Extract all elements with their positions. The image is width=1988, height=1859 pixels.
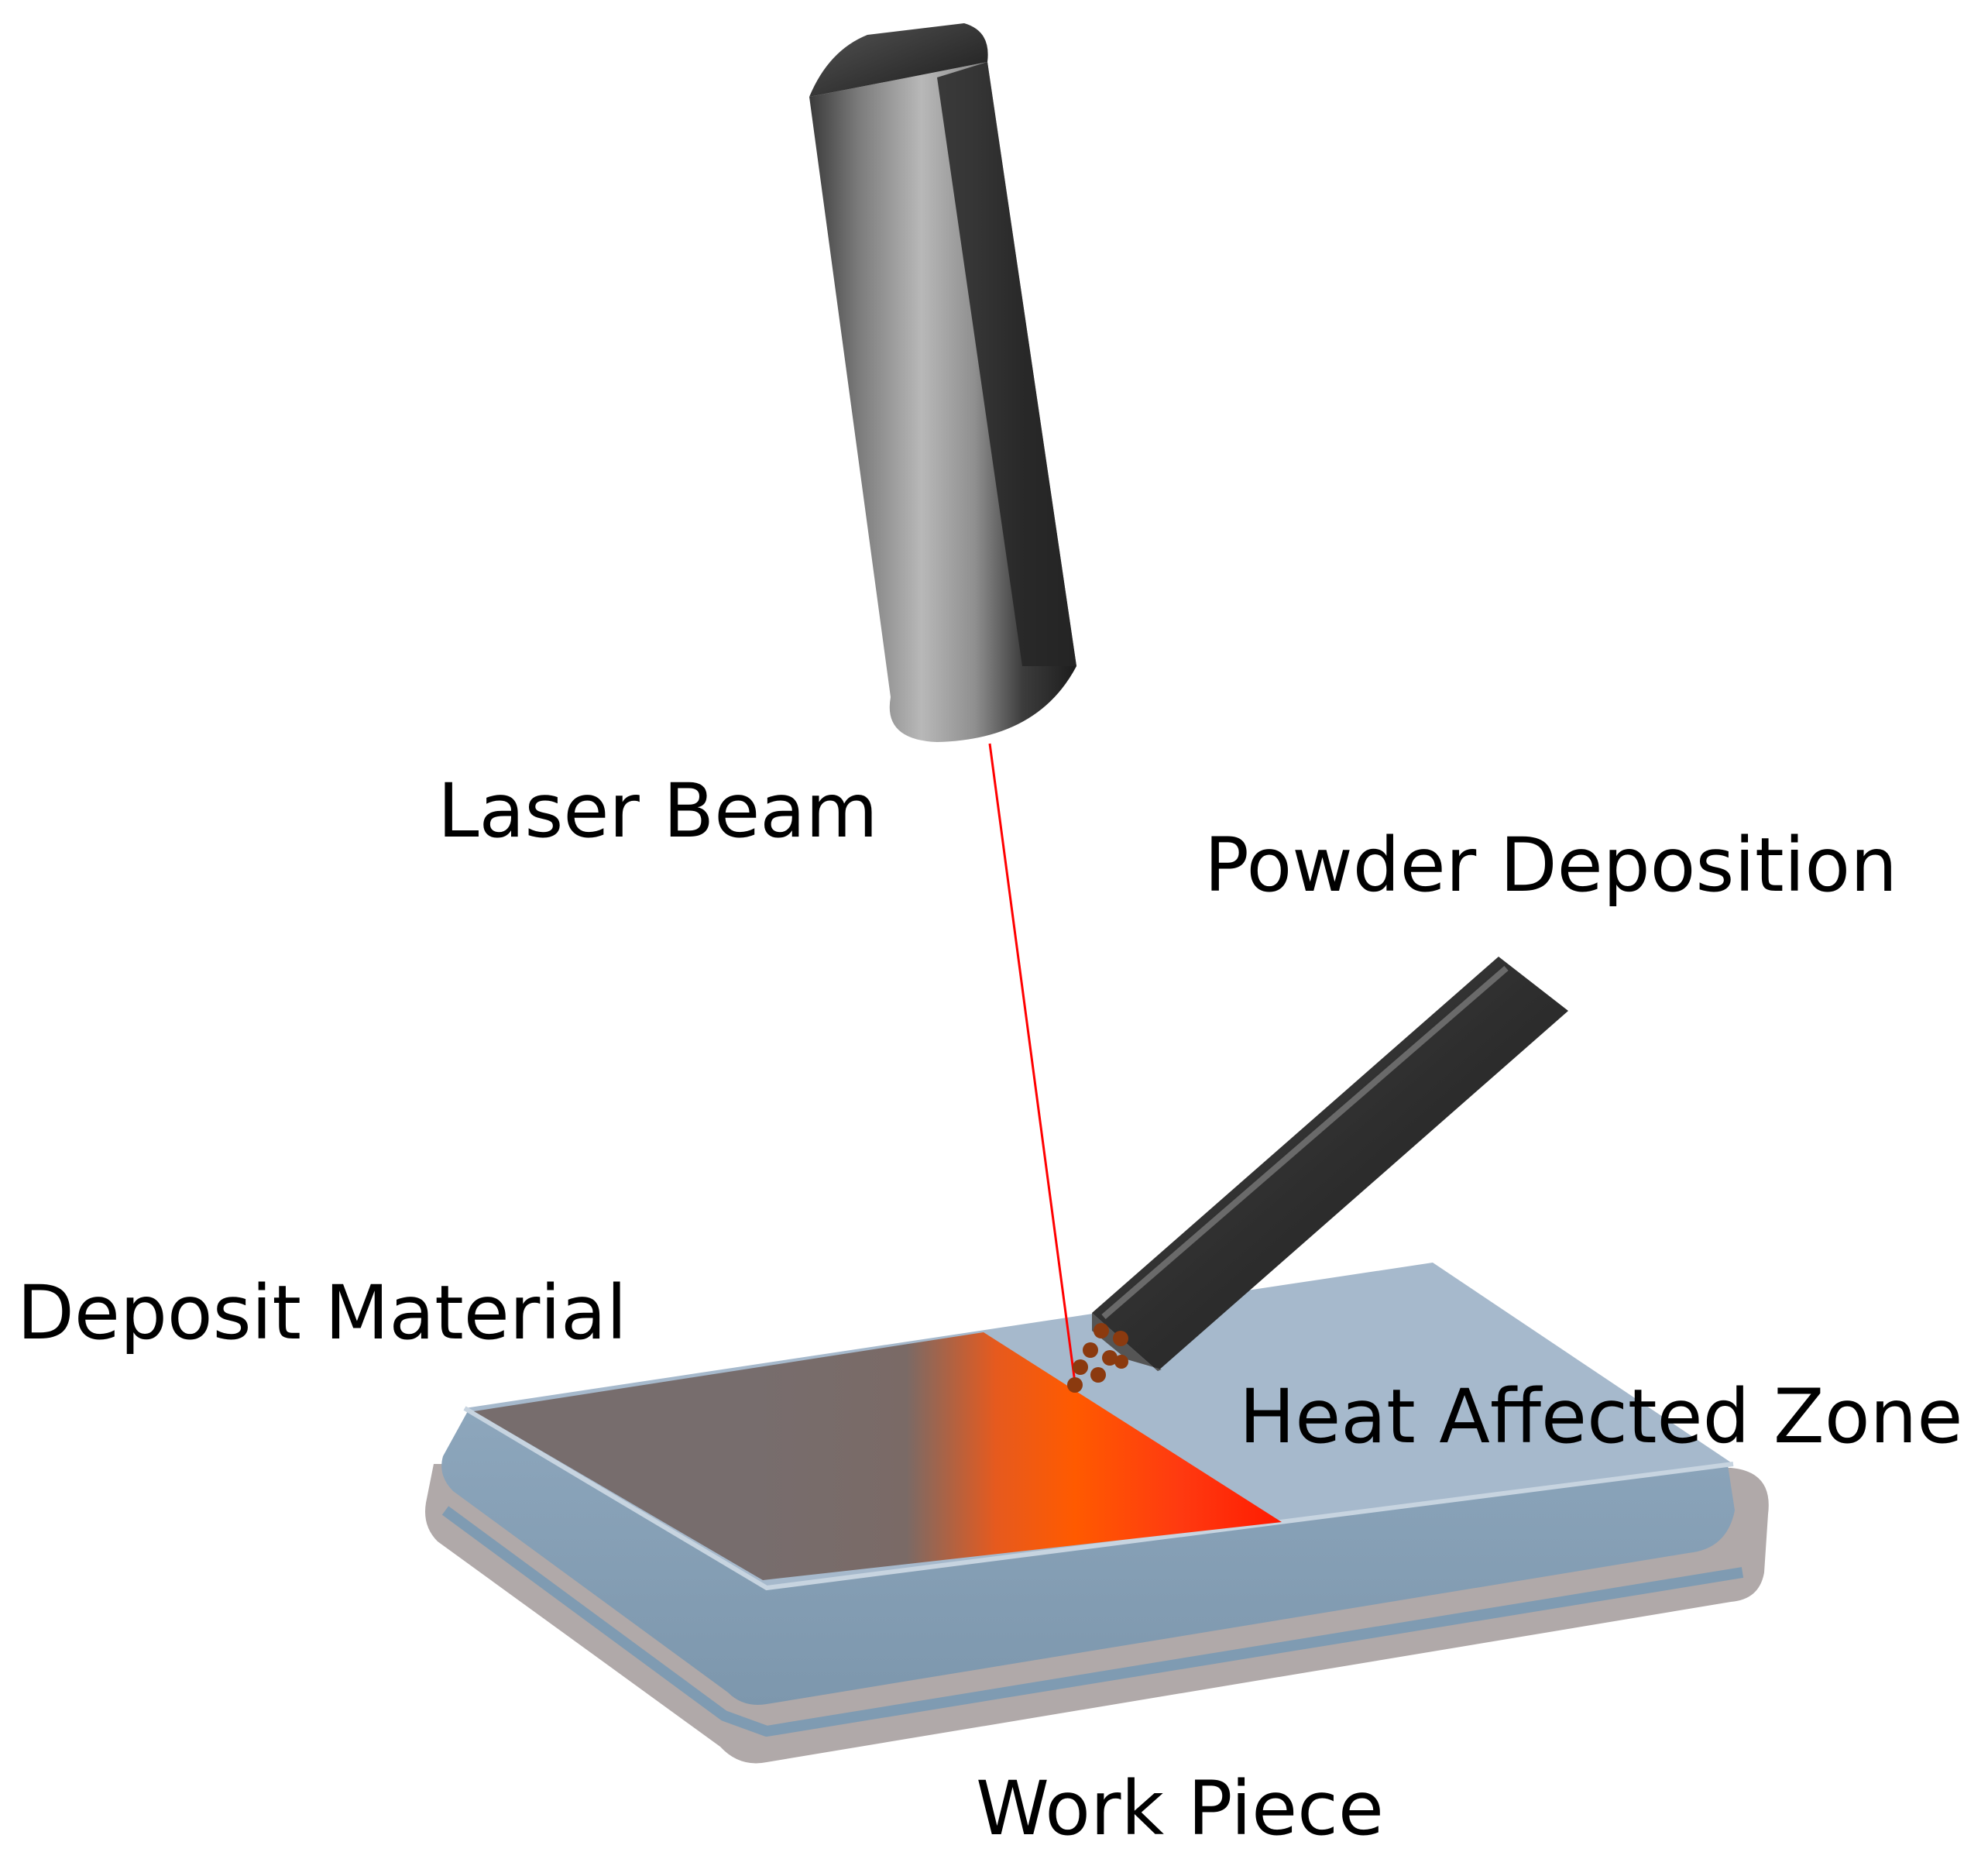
powder-particle xyxy=(1073,1359,1088,1375)
label-deposit-material: Deposit Material xyxy=(17,1270,627,1356)
deposit-material-track xyxy=(474,1332,1282,1580)
laser-beam-line xyxy=(988,743,1076,1383)
label-work-piece: Work Piece xyxy=(976,1765,1384,1852)
base-plate-stripe xyxy=(441,1506,1744,1737)
powder-nozzle-highlight xyxy=(1101,965,1509,1320)
powder-particle xyxy=(1113,1331,1128,1346)
label-powder-deposition: Powder Deposition xyxy=(1204,822,1897,909)
powder-particle xyxy=(1114,1355,1128,1369)
label-laser-beam: Laser Beam xyxy=(438,768,878,854)
powder-particle xyxy=(1090,1367,1106,1383)
laser-head-bevel xyxy=(937,62,1076,666)
laser-head xyxy=(809,23,1076,742)
label-heat-affected-zone: Heat Affected Zone xyxy=(1239,1373,1962,1460)
powder-particle xyxy=(1102,1350,1118,1366)
work-piece-edge xyxy=(463,1406,1734,1591)
powder-particle xyxy=(1083,1342,1098,1358)
powder-nozzle-body xyxy=(1092,957,1568,1371)
laser-head-top xyxy=(809,23,988,97)
powder-particles xyxy=(1067,1323,1128,1393)
powder-particle xyxy=(1067,1377,1083,1393)
powder-particle xyxy=(1094,1323,1109,1338)
